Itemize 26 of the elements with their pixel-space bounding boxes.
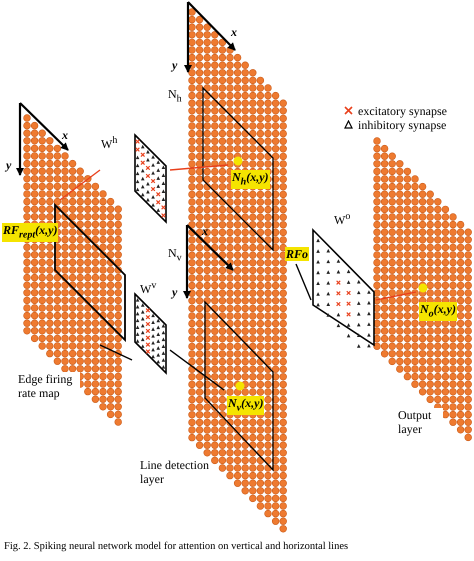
- connection-line: [170, 164, 228, 171]
- weight-label: W$^{h}$: [101, 134, 118, 151]
- neuron-label: RFo: [285, 247, 310, 261]
- layer-label: Line detection layer: [140, 458, 210, 486]
- layer-label: Edge firing rate map: [18, 372, 80, 400]
- axis-label: y: [6, 158, 12, 172]
- legend-text: inhibitory synapse: [358, 118, 446, 132]
- axis-label: y: [172, 58, 178, 72]
- connection-line: [170, 349, 224, 391]
- neuron-label: N$_{o}$(x,y): [419, 302, 457, 322]
- connection-line: [376, 291, 416, 301]
- layer-name: N$_{h}$: [168, 87, 182, 106]
- layer-name: N$_{v}$: [168, 246, 182, 266]
- axis-label: x: [202, 224, 208, 238]
- connection-line: [295, 264, 312, 300]
- neuron-label: N$_{h}$(x,y): [231, 170, 270, 190]
- caption: Fig. 2. Spiking neural network model for attention on vertical and horizontal lines: [4, 541, 348, 552]
- weight-label: W$^{o}$: [334, 210, 350, 227]
- axis-label: y: [172, 285, 178, 299]
- axis-label: x: [231, 25, 237, 39]
- weight-label: W$^{v}$: [140, 279, 156, 296]
- neuron-label: N$_{v}$(x,y): [227, 396, 264, 416]
- legend-text: excitatory synapse: [358, 104, 447, 118]
- axis-label: x: [62, 128, 68, 142]
- layer-label: Output layer: [398, 408, 443, 436]
- neuron-label: RF$_{rept}$(x,y): [2, 223, 58, 242]
